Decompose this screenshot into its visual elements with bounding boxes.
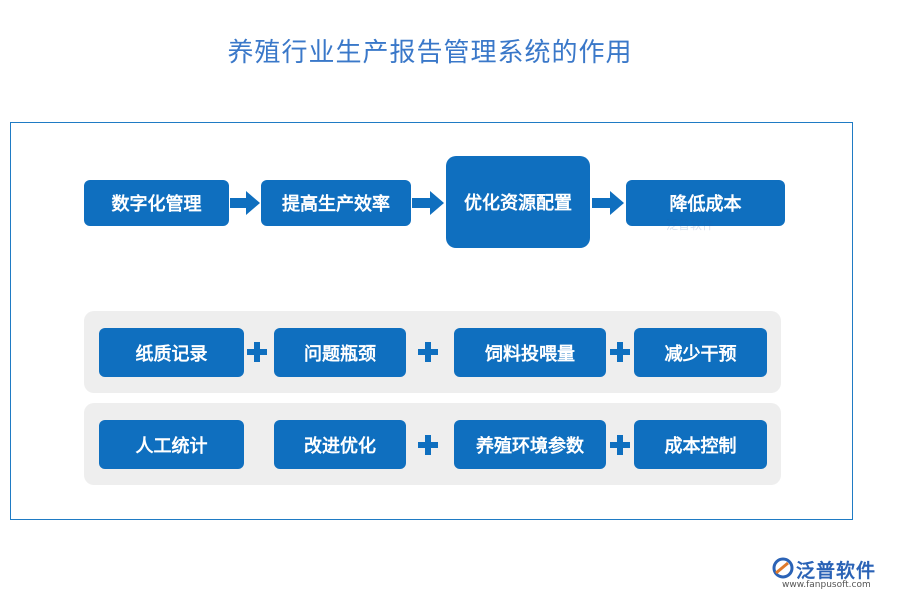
row2-box-cost-control: 成本控制 [634, 420, 767, 469]
logo-name: 泛普软件 [796, 560, 877, 582]
watermark: 泛普软件 [666, 218, 715, 232]
row1-box-bottleneck: 问题瓶颈 [274, 328, 406, 377]
flow-arrow-icon [412, 191, 444, 215]
row2-box-improve: 改进优化 [274, 420, 406, 469]
plus-icon [610, 435, 630, 455]
brand-logo: 泛普软件 www.fanpusoft.com [772, 556, 892, 596]
row2-box-manual: 人工统计 [99, 420, 244, 469]
flow-box-resources: 优化资源配置 [446, 156, 590, 248]
plus-icon [418, 435, 438, 455]
row2-box-environment: 养殖环境参数 [454, 420, 606, 469]
diagram-frame [10, 122, 853, 520]
row1-box-intervention: 减少干预 [634, 328, 767, 377]
flow-box-digital: 数字化管理 [84, 180, 229, 226]
row1-box-feed: 饲料投喂量 [454, 328, 606, 377]
flow-box-cost: 降低成本 [626, 180, 785, 226]
flow-box-efficiency: 提高生产效率 [261, 180, 411, 226]
plus-icon [418, 342, 438, 362]
page-title: 养殖行业生产报告管理系统的作用 [227, 38, 633, 68]
logo-icon [772, 557, 794, 579]
flow-arrow-icon [592, 191, 624, 215]
plus-icon [247, 342, 267, 362]
flow-arrow-icon [230, 191, 260, 215]
plus-icon [610, 342, 630, 362]
row1-box-paper: 纸质记录 [99, 328, 244, 377]
logo-url: www.fanpusoft.com [782, 580, 871, 590]
